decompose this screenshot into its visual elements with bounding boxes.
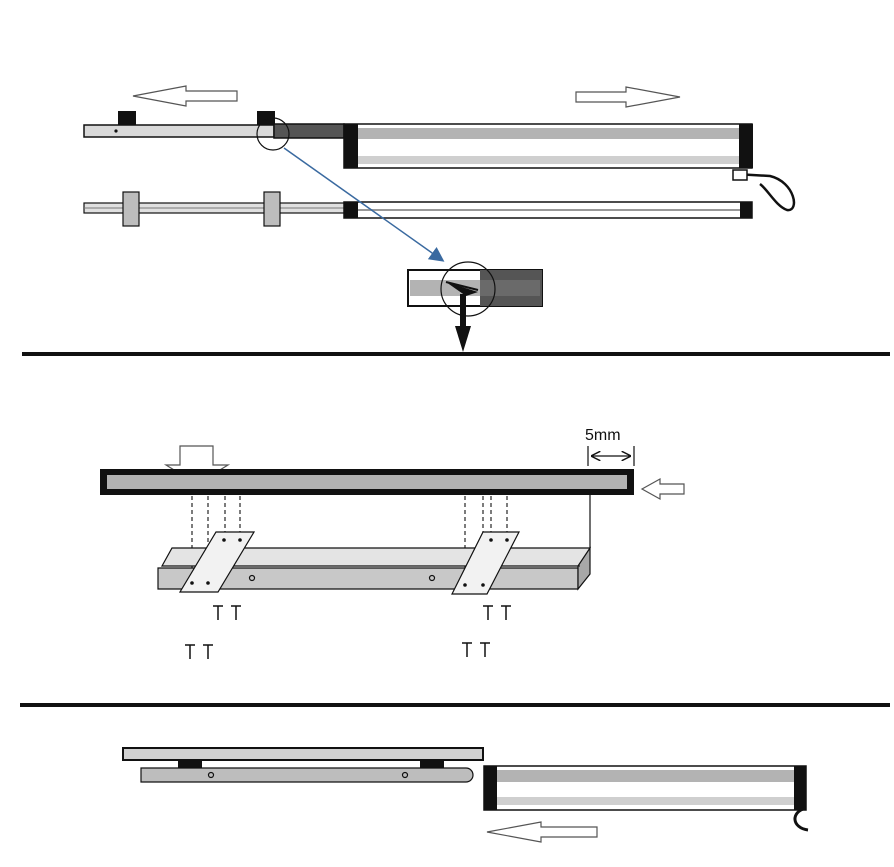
cable-icon — [734, 172, 796, 212]
bracket-hole — [206, 581, 210, 585]
dimension-label: 5mm — [585, 427, 621, 444]
arrow-left-icon — [132, 85, 238, 107]
cable-plug — [732, 169, 748, 181]
detail-connector-inner — [480, 280, 540, 296]
rail-stop-block — [118, 111, 136, 125]
mounting-rail-inner — [107, 475, 627, 489]
step-divider — [22, 352, 890, 356]
light-endcap-left — [344, 124, 358, 168]
bracket-hole — [463, 583, 467, 587]
mounting-rail — [122, 747, 484, 761]
light-endcap-right — [794, 766, 806, 810]
light-strip — [497, 797, 794, 805]
arrow-right-icon — [575, 86, 681, 108]
slider-bracket — [263, 191, 281, 227]
detail-connector-line — [283, 147, 445, 262]
step-3-slide-together — [122, 747, 809, 843]
step-1-slide-apart — [83, 85, 796, 352]
latch-clip — [446, 282, 478, 296]
rail-connector — [273, 123, 345, 139]
light-strip — [358, 156, 739, 164]
light-strip — [358, 128, 739, 139]
bracket-hole — [190, 581, 194, 585]
rail-stop-block — [257, 111, 275, 125]
screw-hole — [207, 771, 215, 779]
bottom-rail — [140, 767, 474, 783]
screw-hole — [248, 574, 256, 582]
arrow-down-icon — [455, 326, 471, 352]
rail-stop-block — [178, 760, 202, 768]
mounting-rail — [83, 124, 275, 138]
bracket-icon — [178, 531, 256, 593]
light-side-endcap — [740, 202, 752, 218]
rail-stop-block — [420, 760, 444, 768]
light-endcap-right — [739, 124, 753, 168]
bracket-hole — [481, 583, 485, 587]
bracket-hole — [505, 538, 509, 542]
light-strip — [497, 770, 794, 782]
step-divider — [20, 703, 890, 707]
step-2-mount-brackets: 5mm — [100, 427, 685, 659]
light-endcap-left — [484, 766, 497, 810]
cable-icon — [793, 806, 809, 832]
arrow-down-icon — [460, 294, 466, 328]
light-side-endcap — [344, 202, 358, 218]
detail-zoom-circle — [440, 261, 496, 317]
screw-hole — [428, 574, 436, 582]
screw-hole — [114, 129, 118, 133]
arrow-left-icon — [640, 477, 685, 501]
arrow-left-icon — [486, 821, 598, 843]
screw-hole — [401, 771, 409, 779]
light-side-face — [577, 546, 591, 591]
bracket-hole — [489, 538, 493, 542]
bracket-hole — [222, 538, 226, 542]
detail-callout-circle — [256, 117, 290, 151]
bracket-hole — [238, 538, 242, 542]
bracket-icon — [451, 531, 520, 595]
latch-clip-arm — [445, 281, 479, 291]
slider-bracket — [122, 191, 140, 227]
screw-icon — [185, 605, 511, 659]
